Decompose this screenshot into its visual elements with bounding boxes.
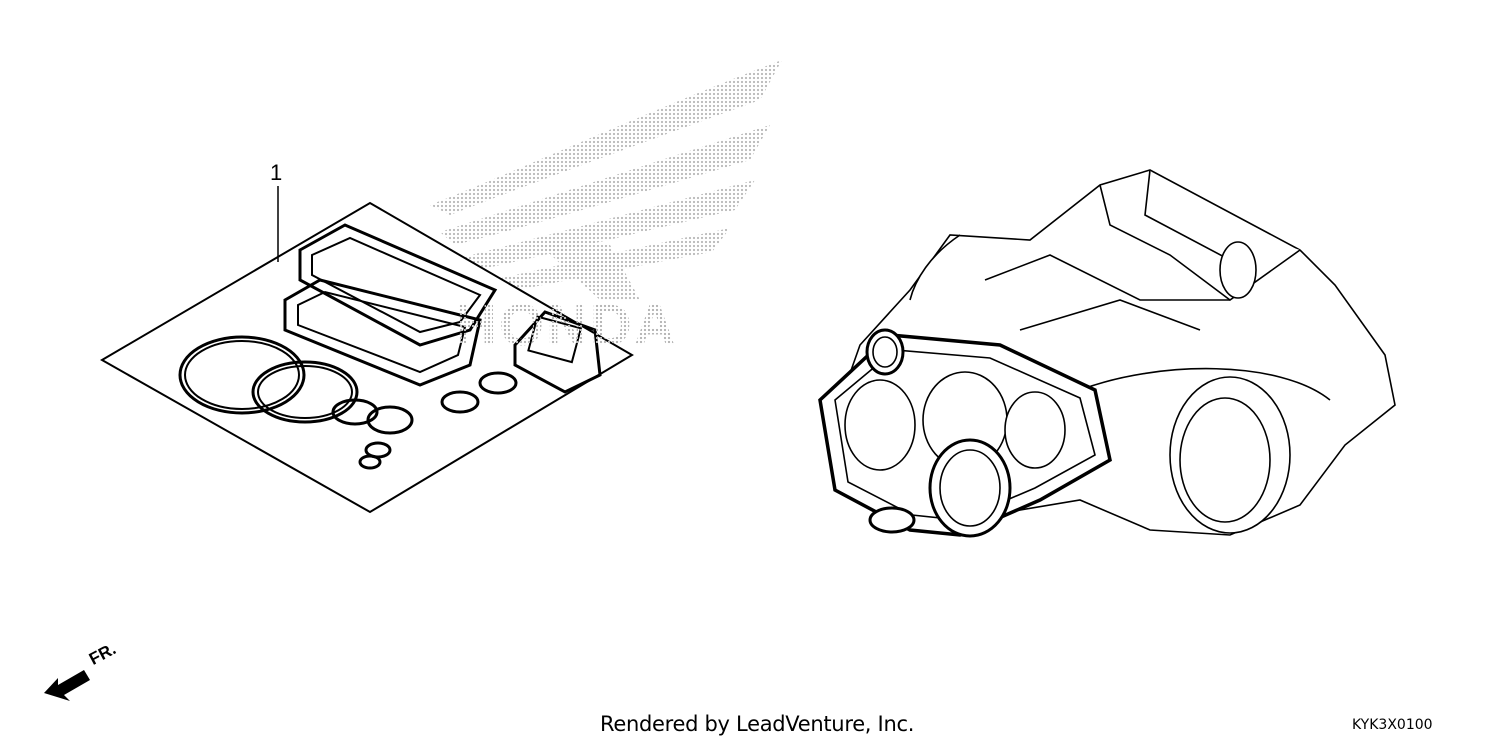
watermark-text: HONDA (455, 293, 678, 358)
o-ring-medium (251, 360, 359, 424)
diagram-code: KYK3X0100 (1352, 717, 1433, 733)
gasket-kit-illustration (99, 186, 634, 514)
callout-label-1[interactable]: 1 (270, 160, 283, 185)
front-direction-arrow-icon (44, 670, 90, 701)
gasket-sheet (99, 201, 634, 514)
o-ring-large (178, 335, 306, 415)
wing-logo-icon (430, 60, 782, 300)
rendered-by-credit: Rendered by LeadVenture, Inc. (600, 712, 915, 736)
engine-illustration (818, 169, 1396, 538)
